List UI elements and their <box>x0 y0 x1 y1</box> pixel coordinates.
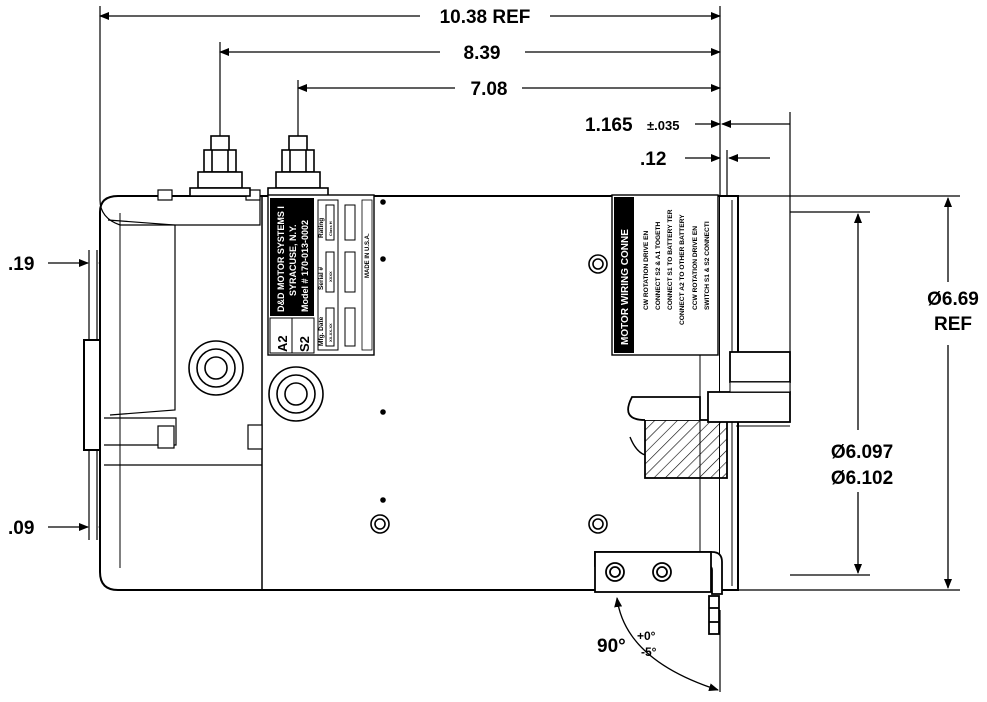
dim-pilot-diameter-min: Ø6.097 <box>831 442 893 463</box>
nameplate-mfg: Mfg. Date <box>318 316 325 346</box>
terminal-label-s2: S2 <box>297 336 312 352</box>
dim-diameter-ref-label: REF <box>934 314 972 335</box>
dim-shaft-extension: 1.165 <box>585 115 633 136</box>
dim-bracket-angle-plus: +0° <box>637 629 656 643</box>
nameplate-rating-value: Class H <box>328 221 333 236</box>
dim-terminal-s2: 7.08 <box>471 79 508 100</box>
wiring-label-line-6: SWITCH S1 & S2 CONNECTI <box>704 221 711 310</box>
motor-body <box>83 189 739 591</box>
terminal-label-a2: A2 <box>275 335 290 352</box>
nameplate-serial-value: XXXX <box>328 271 333 282</box>
wiring-label-line-1: CW ROTATION DRIVE EN <box>643 231 650 310</box>
dim-bracket-angle: 90° <box>597 636 626 657</box>
dim-left-top: .19 <box>8 254 34 275</box>
terminal-stud-s2 <box>267 135 329 197</box>
wiring-label: MOTOR WIRING CONNE CW ROTATION DRIVE EN … <box>611 194 719 356</box>
dim-shaft-extension-tolerance: ±.035 <box>647 118 679 133</box>
dim-bracket-angle-minus: -5° <box>641 645 657 659</box>
nameplate-company: D&D MOTOR SYSTEMS I <box>276 206 286 312</box>
nameplate-model: Model # 170-013-0002 <box>300 220 310 312</box>
nameplate-city: SYRACUSE, N.Y. <box>288 224 298 296</box>
dim-diameter-ref: Ø6.69 <box>927 289 979 310</box>
shaft-section <box>627 351 791 479</box>
dim-left-bottom: .09 <box>8 518 34 539</box>
nameplate-made-in: MADE IN U.S.A. <box>365 233 371 278</box>
dim-terminal-a2: 8.39 <box>464 43 501 64</box>
nameplate-rating: Rating <box>318 218 325 238</box>
bolt-holes <box>188 199 608 534</box>
dim-flange-gap: .12 <box>640 149 666 170</box>
nameplate-mfg-value: XX-XX-XX <box>328 323 333 342</box>
nameplate-serial: Serial # <box>318 266 325 290</box>
wiring-label-line-5: CCW ROTATION DRIVE EN <box>692 226 699 310</box>
mounting-bracket <box>594 551 723 635</box>
terminal-stud-a2 <box>189 135 251 197</box>
wiring-label-line-2: CONNECT S2 & A1 TOGETH <box>655 221 662 310</box>
dim-pilot-diameter-max: Ø6.102 <box>831 468 893 489</box>
wiring-label-line-4: CONNECT A2 TO OTHER BATTERY <box>679 214 686 325</box>
wiring-label-title: MOTOR WIRING CONNE <box>620 229 631 345</box>
nameplate: D&D MOTOR SYSTEMS I SYRACUSE, N.Y. Model… <box>267 194 375 356</box>
dim-overall-length: 10.38 REF <box>440 7 531 28</box>
wiring-label-line-3: CONNECT S1 TO BATTERY TER <box>667 209 674 310</box>
extension-lines <box>88 6 960 692</box>
